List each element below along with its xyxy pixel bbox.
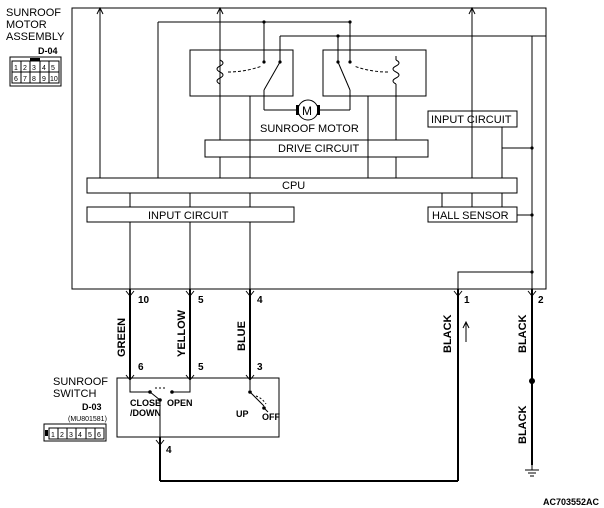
motor-pin-5: 5: [198, 295, 204, 306]
switch-title-2: SWITCH: [53, 388, 96, 400]
switch-off-label: OFF: [262, 412, 280, 422]
motor-assembly-title-2: MOTOR: [6, 19, 47, 31]
switch-conn-pin-3: 3: [69, 432, 73, 439]
motor-connector-icon: 1 2 3 4 5 6 7 8 9 10: [9, 56, 62, 87]
motor-conn-pin-1: 1: [14, 65, 18, 72]
input-circuit-right-box: [427, 110, 518, 128]
motor-conn-pin-5: 5: [51, 65, 55, 72]
wire-green-label: GREEN: [116, 318, 128, 357]
right-bus: [457, 36, 534, 289]
relay-left: [189, 49, 294, 178]
motor-conn-pin-4: 4: [42, 65, 46, 72]
cpu-label: CPU: [282, 180, 305, 192]
switch-pin-4: 4: [166, 445, 172, 456]
switch-pin-6: 6: [138, 362, 144, 373]
switch-open-label: OPEN: [167, 398, 193, 408]
drive-circuit-label: DRIVE CIRCUIT: [278, 143, 360, 155]
motor-pin-2: 2: [538, 295, 544, 306]
svg-text:M: M: [302, 104, 312, 118]
input-circuit-left-label: INPUT CIRCUIT: [148, 210, 229, 222]
wire-black-2-label: BLACK: [517, 314, 529, 353]
switch-conn-pin-6: 6: [97, 432, 101, 439]
wire-black-1-label: BLACK: [442, 314, 454, 353]
motor-conn-pin-10: 10: [50, 76, 58, 83]
switch-conn-pin-2: 2: [60, 432, 64, 439]
motor-pin-4: 4: [257, 295, 263, 306]
motor-conn-pin-6: 6: [14, 76, 18, 83]
switch-connector-icon: 1 2 3 4 5 6: [43, 423, 107, 442]
motor-conn-pin-3: 3: [32, 65, 36, 72]
figure-code: AC703552AC: [543, 497, 600, 507]
motor-assembly-title-3: ASSEMBLY: [6, 31, 65, 43]
switch-pin-3: 3: [257, 362, 263, 373]
drive-cpu-links: [219, 127, 534, 178]
cpu-input-links: [129, 193, 503, 207]
hall-sensor-label: HALL SENSOR: [432, 210, 509, 222]
switch-conn-pin-1: 1: [51, 432, 55, 439]
pin-drops: [129, 222, 251, 289]
cpu-box: [86, 177, 518, 194]
wire-blue-label: BLUE: [236, 321, 248, 351]
switch-part-number: (MU801581): [68, 416, 107, 423]
motor-symbol: M: [264, 99, 350, 121]
motor-connector-id: D-04: [38, 46, 58, 56]
switch-box: [116, 377, 280, 438]
internal-wiring: [96, 6, 546, 178]
switch-pin-5: 5: [198, 362, 204, 373]
motor-assembly-box: [71, 7, 547, 290]
switch-title-1: SUNROOF: [53, 376, 108, 388]
motor-pin-1: 1: [464, 295, 470, 306]
switch-conn-pin-4: 4: [78, 432, 82, 439]
sunroof-motor-label: SUNROOF MOTOR: [260, 123, 359, 135]
switch-close-label-1: CLOSE: [130, 398, 161, 408]
input-circuit-right-label: INPUT CIRCUIT: [431, 114, 512, 126]
relay-right: [322, 49, 427, 178]
motor-conn-pin-2: 2: [23, 65, 27, 72]
motor-pin-marks: [125, 290, 537, 297]
motor-pin-10: 10: [138, 295, 150, 306]
switch-up-label: UP: [236, 409, 249, 419]
wire-black-3-label: BLACK: [517, 405, 529, 444]
switch-conn-pin-5: 5: [88, 432, 92, 439]
wire-yellow-label: YELLOW: [176, 309, 188, 357]
motor-conn-pin-9: 9: [42, 76, 46, 83]
motor-conn-pin-8: 8: [32, 76, 36, 83]
motor-assembly-title-1: SUNROOF: [6, 7, 61, 19]
ground-icon: [525, 465, 539, 477]
drive-circuit-box: [204, 139, 429, 158]
harness-wires: [129, 289, 535, 482]
switch-contacts: [129, 378, 269, 437]
switch-connector-id: D-03: [82, 402, 102, 412]
switch-close-label-2: /DOWN: [130, 408, 161, 418]
motor-conn-pin-7: 7: [23, 76, 27, 83]
